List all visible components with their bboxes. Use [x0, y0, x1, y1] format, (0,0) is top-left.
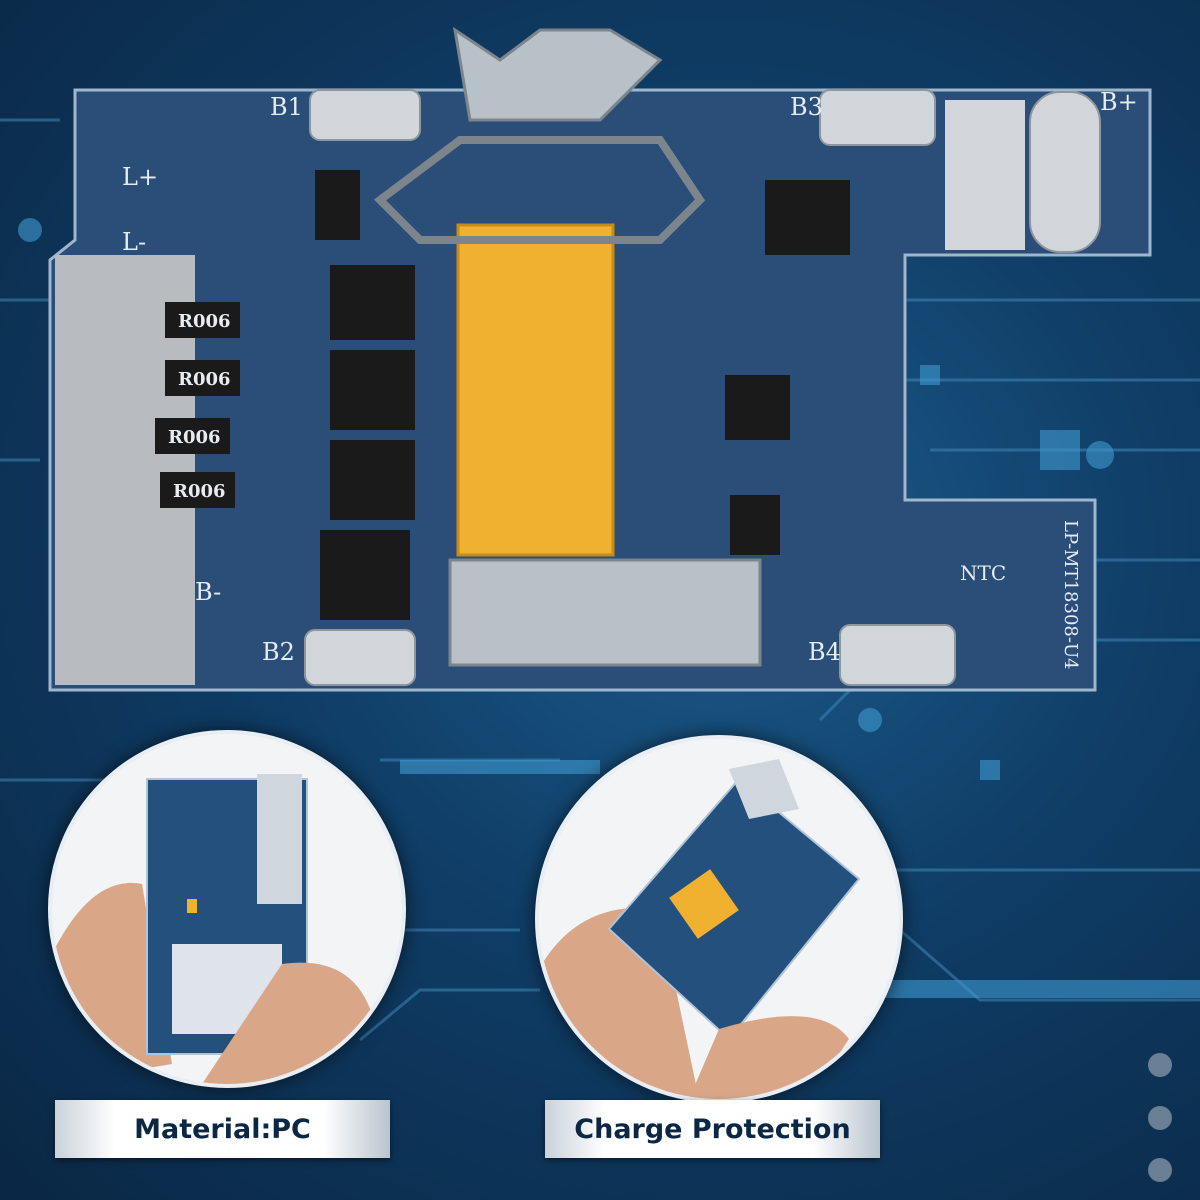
pad-label-b2: B2 — [262, 638, 295, 666]
resistor-label: R006 — [178, 311, 231, 332]
pad-label-bplus: B+ — [1100, 88, 1138, 116]
hand-holding-board-front — [52, 774, 372, 1084]
pad-label-lplus: L+ — [122, 163, 158, 191]
photo-hand-angled — [535, 735, 903, 1103]
pad-label-bminus: B- — [195, 578, 221, 606]
mosfets — [315, 170, 850, 620]
resistor-label: R006 — [173, 481, 226, 502]
charge-protection-label: Charge Protection — [545, 1100, 880, 1158]
hand-holding-board-angled — [539, 759, 861, 1099]
charge-protection-text: Charge Protection — [574, 1113, 851, 1145]
photo-hand-front — [48, 730, 406, 1088]
pad-label-b3: B3 — [790, 93, 823, 121]
pad-label-b4: B4 — [808, 638, 841, 666]
resistor-label: R006 — [168, 427, 221, 448]
shunt-resistors — [155, 302, 240, 508]
connector — [456, 223, 615, 557]
pad-label-lminus: L- — [122, 228, 146, 256]
material-label: Material:PC — [55, 1100, 390, 1158]
pad-label-ntc: NTC — [960, 561, 1006, 585]
material-text: Material:PC — [134, 1113, 311, 1145]
pad-label-b1: B1 — [270, 93, 303, 121]
resistor-label: R006 — [178, 369, 231, 390]
board-model: LP-MT18308-U4 — [1060, 520, 1081, 670]
